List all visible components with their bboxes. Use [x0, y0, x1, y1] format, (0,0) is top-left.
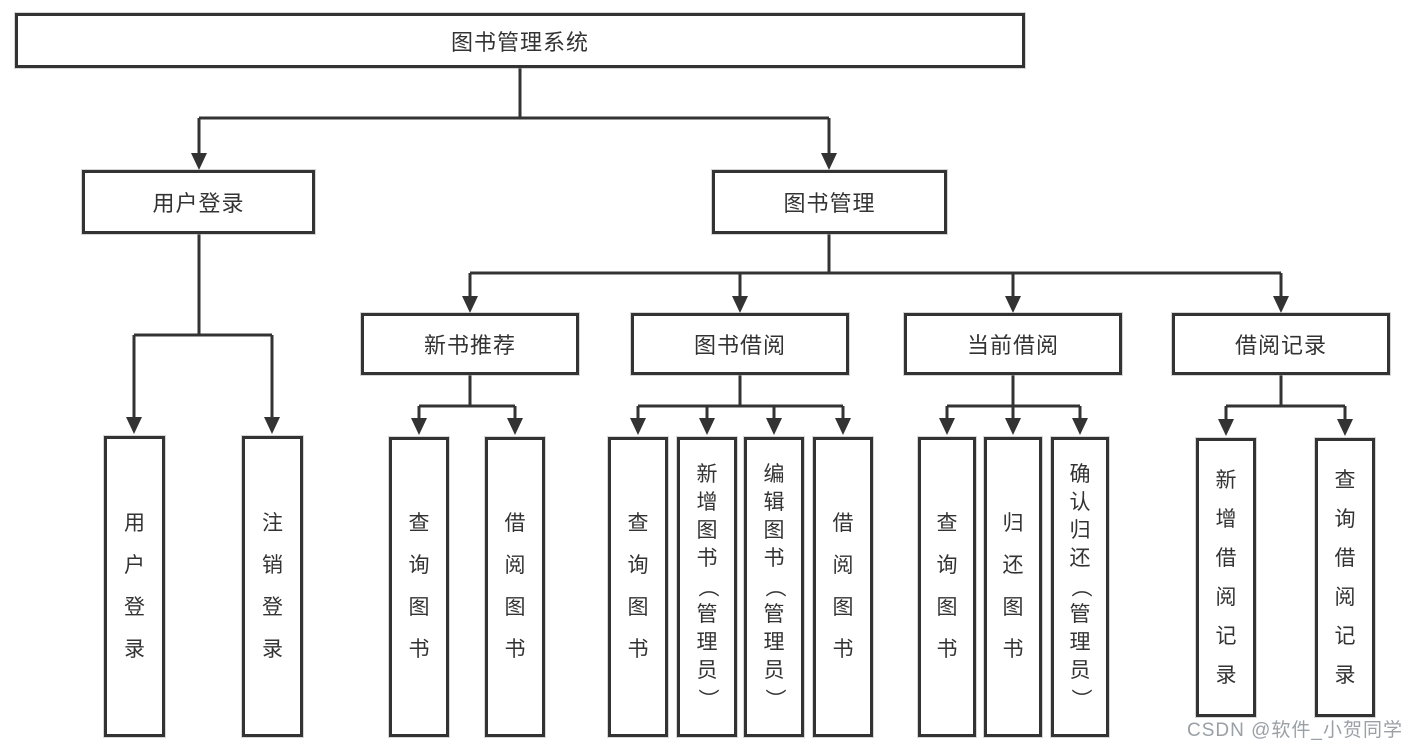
node-label: 注销登录 [262, 511, 283, 661]
leaf-recommend-borrow-books: 借阅图书 [485, 437, 545, 737]
leaf-records-query-record: 查询借阅记录 [1315, 438, 1375, 717]
node-label: 借阅图书 [504, 512, 526, 661]
leaf-borrowing-add-books-admin: 新增图书（管理员） [677, 437, 737, 737]
node-new-book-recommend: 新书推荐 [361, 313, 579, 375]
node-library-system: 图书管理系统 [15, 13, 1025, 68]
leaf-current-query-books: 查询图书 [918, 437, 976, 737]
node-label: 编辑图书（管理员） [763, 463, 786, 710]
node-label: 确认归还（管理员） [1069, 463, 1092, 710]
node-user-login: 用户登录 [82, 170, 315, 234]
node-label: 新增借阅记录 [1215, 468, 1237, 687]
node-label: 查询图书 [408, 512, 430, 661]
node-label: 借阅图书 [832, 512, 854, 661]
node-label: 查询图书 [936, 512, 958, 661]
leaf-user-login: 用户登录 [104, 436, 165, 737]
node-label: 新增图书（管理员） [696, 463, 719, 710]
node-label: 用户登录 [152, 191, 245, 216]
node-borrowing-records: 借阅记录 [1172, 313, 1390, 375]
node-book-borrowing: 图书借阅 [631, 313, 849, 375]
leaf-recommend-query-books: 查询图书 [389, 437, 449, 737]
leaf-records-add-record: 新增借阅记录 [1196, 438, 1256, 717]
leaf-current-confirm-return-admin: 确认归还（管理员） [1051, 437, 1109, 737]
node-label: 查询图书 [627, 512, 649, 661]
node-label: 图书管理 [783, 191, 876, 216]
leaf-borrowing-borrow-books: 借阅图书 [813, 437, 873, 737]
node-label: 新书推荐 [423, 333, 516, 358]
node-label: 图书借阅 [693, 333, 786, 358]
node-label: 归还图书 [1002, 512, 1024, 661]
node-label: 用户登录 [124, 511, 145, 661]
leaf-borrowing-edit-books-admin: 编辑图书（管理员） [744, 437, 804, 737]
csdn-watermark: CSDN @软件_小贺同学 [1187, 720, 1403, 741]
node-label: 当前借阅 [966, 333, 1059, 358]
node-label: 图书管理系统 [450, 29, 589, 55]
leaf-borrowing-query-books: 查询图书 [608, 437, 668, 737]
leaf-logout: 注销登录 [242, 436, 303, 737]
leaf-current-return-books: 归还图书 [984, 437, 1042, 737]
node-label: 查询借阅记录 [1334, 468, 1356, 687]
node-book-management: 图书管理 [712, 170, 947, 234]
node-current-borrowing: 当前借阅 [904, 313, 1122, 375]
node-label: 借阅记录 [1234, 333, 1327, 358]
